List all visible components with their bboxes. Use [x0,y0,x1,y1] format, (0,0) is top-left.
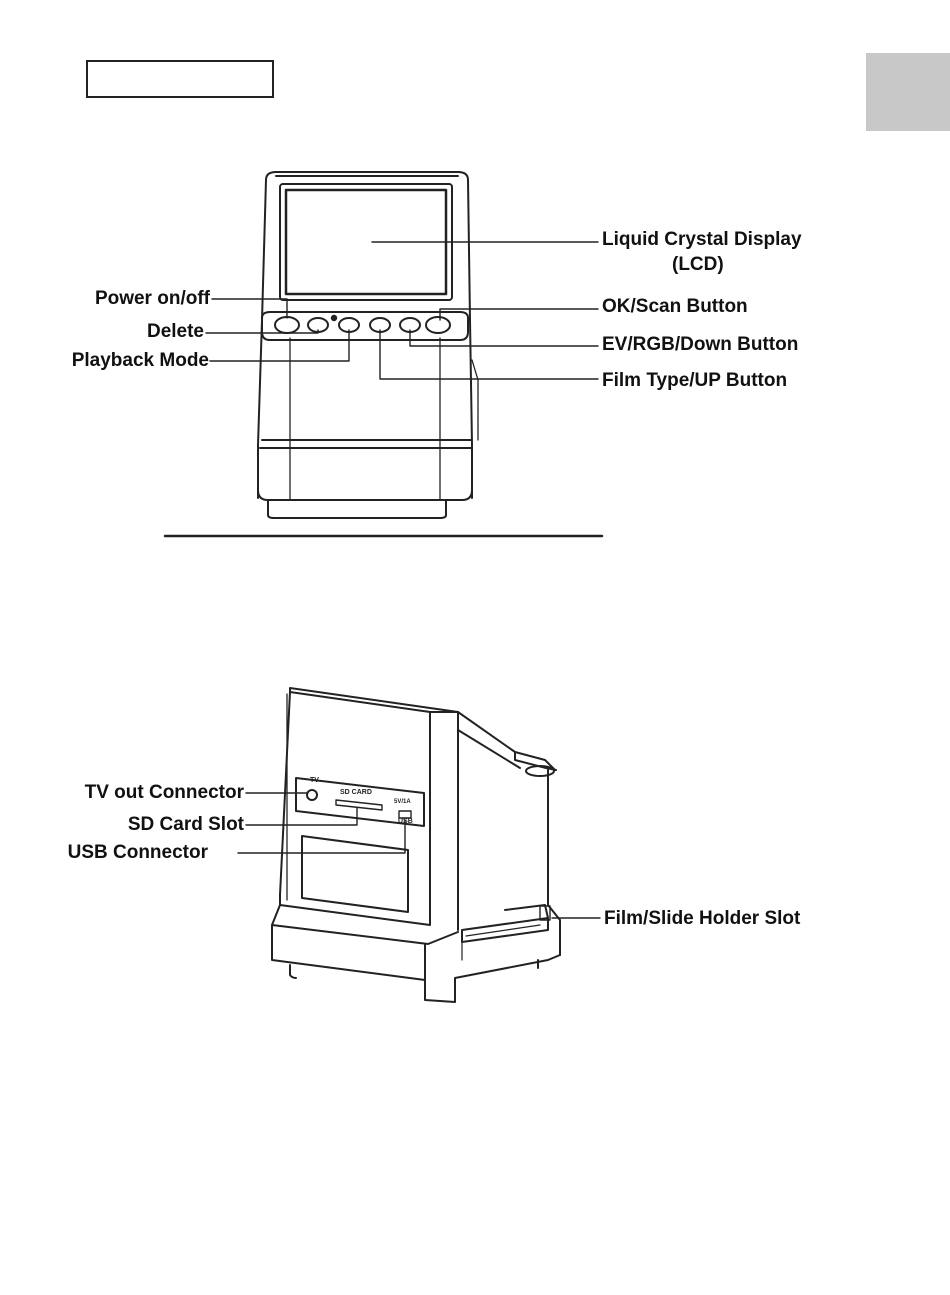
label-power: Power on/off [95,288,210,310]
back-callout-lines [238,793,600,918]
label-lcd-abbr: (LCD) [672,254,724,276]
label-lcd: Liquid Crystal Display [602,229,802,251]
indicator-led-icon [332,316,336,320]
tv-port-mark: TV [310,777,319,784]
ok-scan-button-icon [426,317,450,333]
label-film-type-up: Film Type/UP Button [602,370,787,392]
label-playback: Playback Mode [72,350,209,372]
label-sd-slot: SD Card Slot [128,814,244,836]
power-button-icon [275,317,299,333]
label-tv-out: TV out Connector [85,782,244,804]
label-delete: Delete [147,321,204,343]
usb-power-mark: 5V/1A [394,799,411,805]
back-scanner-drawing [272,688,560,1002]
front-callout-lines [206,242,598,379]
label-ok-scan: OK/Scan Button [602,296,748,318]
front-scanner-drawing [258,172,478,518]
sd-port-mark: SD CARD [340,789,372,796]
label-usb: USB Connector [68,842,208,864]
label-ev-rgb-down: EV/RGB/Down Button [602,334,798,356]
label-holder-slot: Film/Slide Holder Slot [604,908,800,930]
usb-port-mark: USB [398,818,413,825]
